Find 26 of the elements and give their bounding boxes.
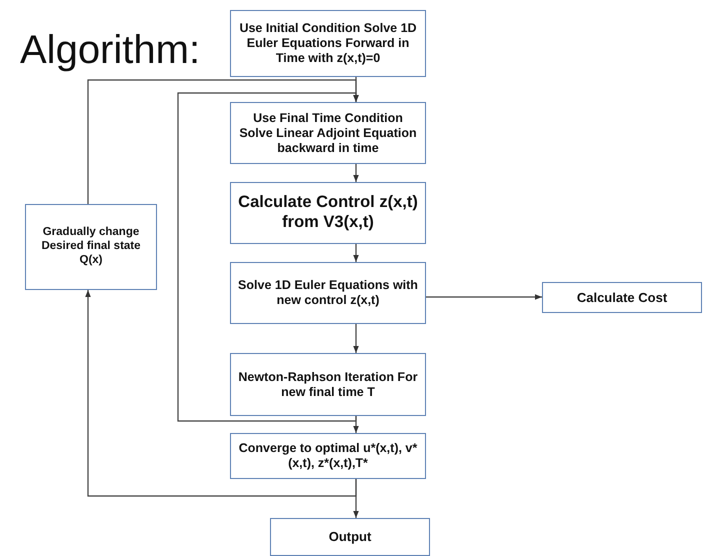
box-text: Use Final Time Condition Solve Linear Adjoint Equation backward in time — [238, 110, 418, 156]
process-box — [230, 10, 426, 77]
arrow — [85, 290, 357, 497]
arrow — [353, 244, 359, 262]
process-box — [230, 262, 426, 324]
diagram-title: Algorithm: — [20, 28, 200, 73]
box-text: Newton-Raphson Iteration For new final time T — [237, 370, 419, 400]
process-box — [230, 182, 426, 244]
arrow — [87, 79, 359, 204]
box-text: Solve 1D Euler Equations with new control z(x,t) — [237, 278, 419, 308]
box-text: Output — [328, 529, 372, 545]
box-text: Gradually change Desired final state Q(x) — [40, 226, 142, 268]
process-box — [230, 433, 426, 479]
process-box — [25, 204, 157, 290]
arrow — [353, 324, 359, 353]
process-box — [270, 518, 430, 556]
arrow — [177, 92, 359, 422]
box-text: Calculate Cost — [576, 290, 668, 306]
process-box — [230, 353, 426, 416]
arrow — [353, 164, 359, 182]
box-text: Use Initial Condition Solve 1D Euler Equations Forward in Time with z(x,t)=0 — [238, 21, 418, 66]
process-box — [542, 282, 702, 313]
box-text: Calculate Control z(x,t) from V3(x,t) — [237, 193, 419, 233]
box-text: Converge to optimal u*(x,t), v*(x,t), z*(x,t),T* — [238, 441, 418, 471]
process-box — [230, 102, 426, 164]
arrow — [426, 294, 542, 300]
